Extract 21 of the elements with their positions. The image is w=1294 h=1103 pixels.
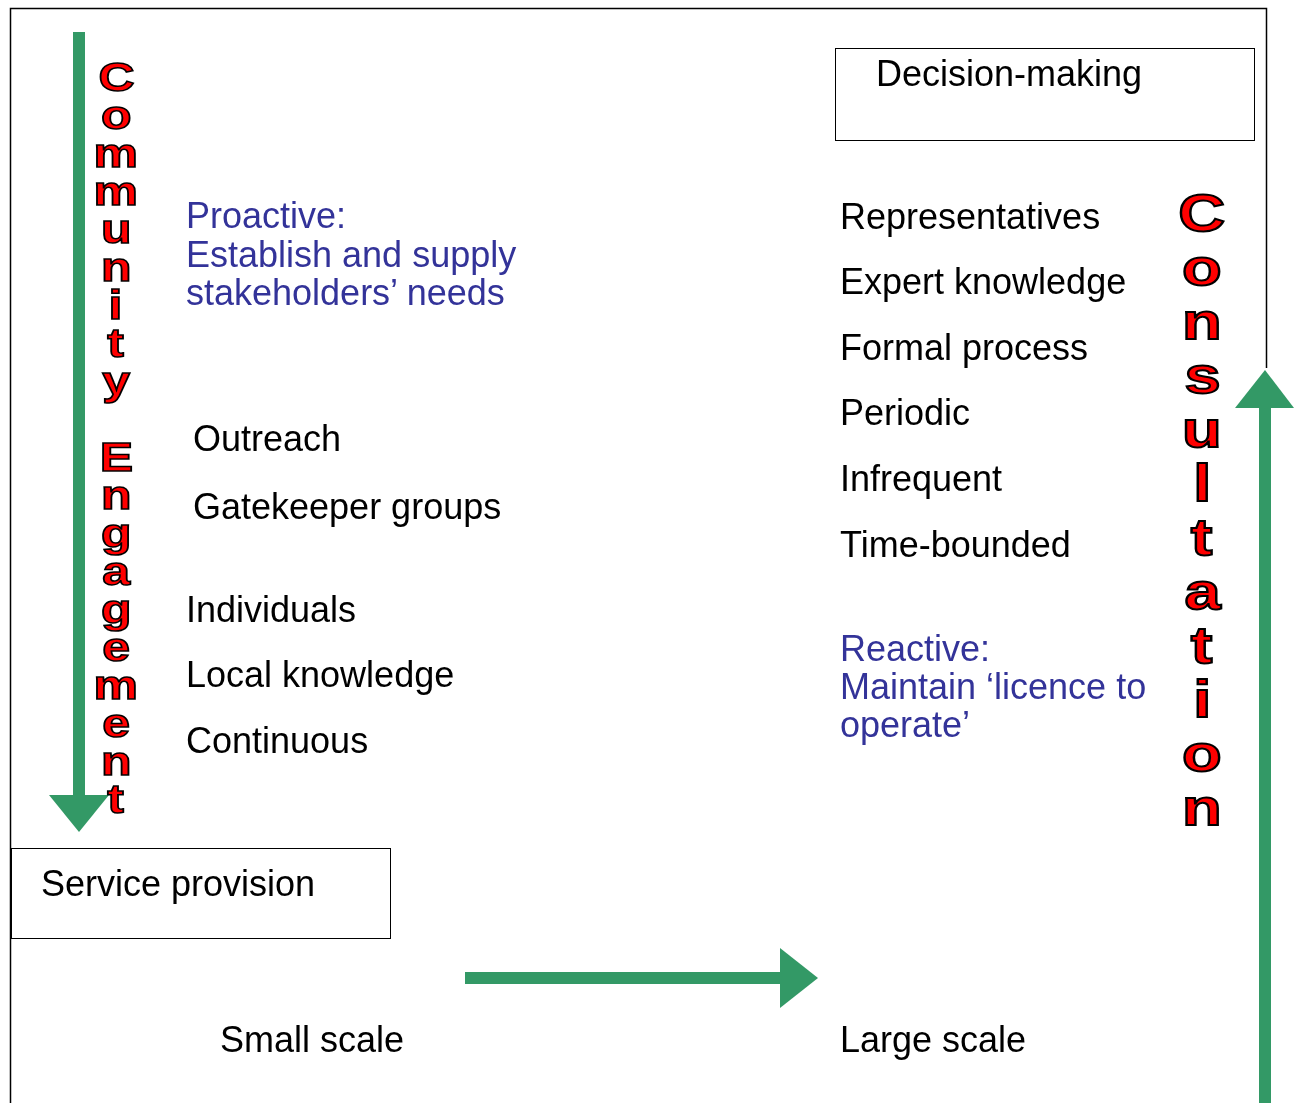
label-box: Service provision xyxy=(11,848,391,939)
note-text: Maintain ‘licence to operate’ xyxy=(840,668,1148,744)
item-text: Time-bounded xyxy=(840,524,1071,565)
item-text: Gatekeeper groups xyxy=(193,486,502,527)
item-text: Large scale xyxy=(840,1019,1027,1060)
note-text: Proactive: xyxy=(186,197,347,235)
item-text: Continuous xyxy=(186,720,369,761)
item-text: Formal process xyxy=(840,327,1089,368)
item-text: Local knowledge xyxy=(186,654,455,695)
item-text: Individuals xyxy=(186,589,357,630)
item-text: Periodic xyxy=(840,392,971,433)
label-box: Decision-making xyxy=(835,48,1255,141)
vertical-title: Consultation xyxy=(1177,186,1227,834)
note-text: Establish and supply stakeholders’ needs xyxy=(186,236,518,312)
item-text: Representatives xyxy=(840,196,1101,237)
note-text: Reactive: xyxy=(840,630,991,668)
item-text: Infrequent xyxy=(840,458,1003,499)
item-text: Expert knowledge xyxy=(840,261,1127,302)
item-text: Small scale xyxy=(220,1019,405,1060)
item-text: Outreach xyxy=(193,418,342,459)
vertical-title: Community Engagement xyxy=(93,58,139,818)
